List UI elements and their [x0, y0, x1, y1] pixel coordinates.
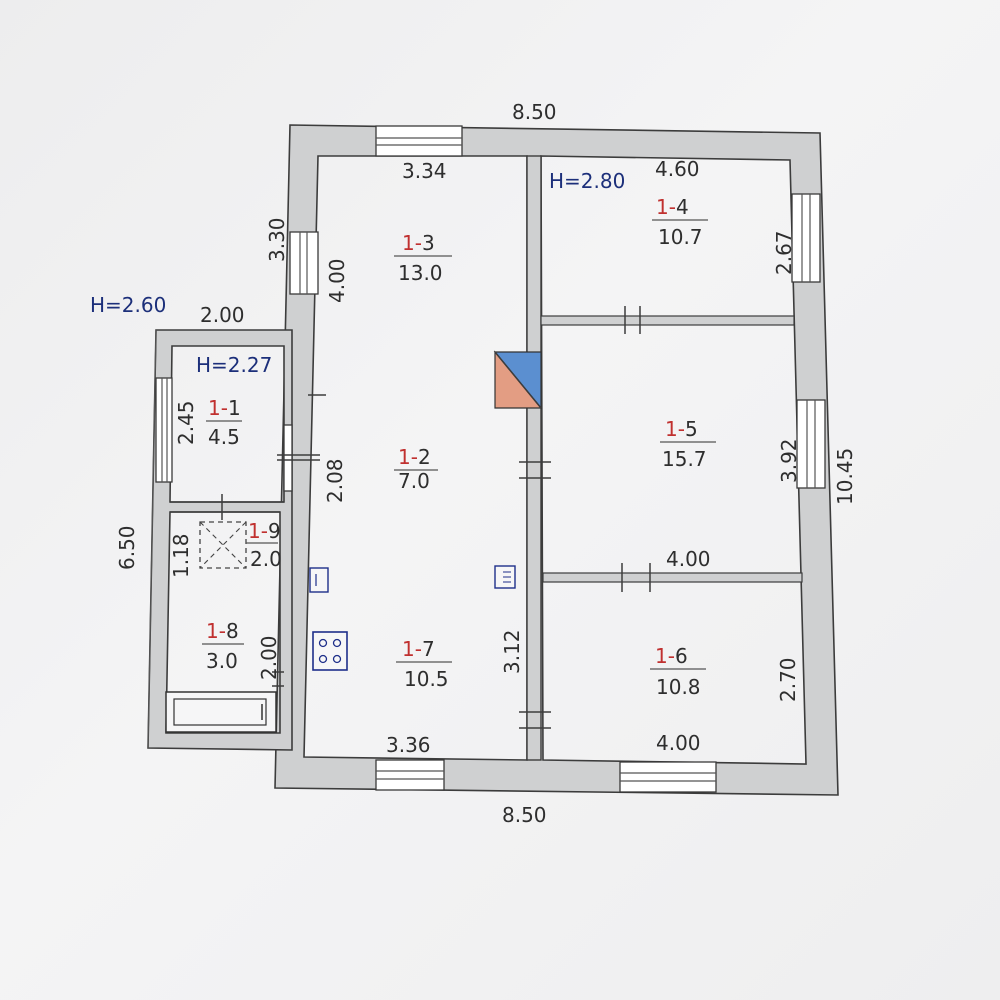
- dim-room4-width: 4.60: [655, 157, 700, 181]
- svg-text:1-6: 1-6: [655, 644, 688, 668]
- svg-text:3.0: 3.0: [206, 649, 238, 673]
- svg-text:4.5: 4.5: [208, 425, 240, 449]
- dim-annex-depth: 6.50: [115, 525, 139, 570]
- height-annex-room: H=2.27: [196, 353, 272, 377]
- dim-room7-width: 3.36: [386, 733, 431, 757]
- svg-text:1-8: 1-8: [206, 619, 239, 643]
- svg-text:1-5: 1-5: [665, 417, 698, 441]
- svg-text:1-2: 1-2: [398, 445, 431, 469]
- cooktop-icon: [312, 631, 348, 671]
- dim-room6-depth: 2.70: [776, 657, 800, 702]
- stove-symbol: [493, 350, 543, 410]
- room-label-1-9: 1-9 2.0: [246, 519, 282, 571]
- door-marks: [221, 306, 651, 729]
- svg-text:1-7: 1-7: [402, 637, 435, 661]
- central-partition: [526, 155, 542, 761]
- dim-room3-width: 3.34: [402, 159, 447, 183]
- window-right-middle: [796, 399, 826, 489]
- svg-text:10.8: 10.8: [656, 675, 701, 699]
- dim-room6-width: 4.00: [656, 731, 701, 755]
- window-top-left: [375, 125, 463, 157]
- dim-room7-depth: 3.12: [500, 629, 524, 674]
- dim-room2-depth: 2.08: [323, 458, 347, 503]
- partition-4-5: [540, 315, 795, 326]
- dim-room3-depth: 4.00: [325, 258, 349, 303]
- partition-5-6: [542, 572, 803, 583]
- sink-icon-left: [309, 567, 329, 593]
- dim-room5-depth: 3.92: [777, 438, 801, 483]
- room-label-1-5: 1-5 15.7: [660, 417, 716, 471]
- dim-overall-bottom: 8.50: [502, 803, 547, 827]
- bathtub-icon: [165, 691, 277, 733]
- window-left-upper: [289, 231, 319, 295]
- room-label-1-7: 1-7 10.5: [396, 637, 452, 691]
- dim-room5-width: 4.00: [666, 547, 711, 571]
- room-label-1-1: 1-1 4.5: [206, 396, 242, 449]
- dim-room1-depth: 2.45: [174, 400, 198, 445]
- window-annex-right: [283, 424, 293, 492]
- svg-text:10.5: 10.5: [404, 667, 449, 691]
- dim-annex-width: 2.00: [200, 303, 245, 327]
- room-label-1-8: 1-8 3.0: [202, 619, 244, 673]
- dim-room8-depth: 2.00: [257, 635, 281, 680]
- room-label-1-2: 1-2 7.0: [394, 445, 438, 493]
- room-label-1-6: 1-6 10.8: [650, 644, 706, 699]
- height-annex: H=2.60: [90, 293, 166, 317]
- dim-room9-depth: 1.18: [169, 533, 193, 578]
- window-annex-left: [155, 377, 173, 483]
- svg-text:13.0: 13.0: [398, 261, 443, 285]
- room-label-1-3: 1-3 13.0: [394, 231, 452, 285]
- dim-overall-right: 10.45: [833, 448, 857, 505]
- svg-text:10.7: 10.7: [658, 225, 703, 249]
- room-label-1-4: 1-4 10.7: [652, 195, 708, 249]
- svg-text:7.0: 7.0: [398, 469, 430, 493]
- main-outer-wall: [274, 124, 839, 796]
- svg-text:2.0: 2.0: [250, 547, 282, 571]
- shower-box-icon: [199, 521, 247, 569]
- svg-text:1-3: 1-3: [402, 231, 435, 255]
- window-bottom-left: [375, 759, 445, 791]
- meter-icon-right: [494, 565, 516, 589]
- dim-left-depth: 3.30: [265, 217, 289, 262]
- svg-text:1-4: 1-4: [656, 195, 689, 219]
- svg-text:15.7: 15.7: [662, 447, 707, 471]
- svg-text:1-1: 1-1: [208, 396, 241, 420]
- svg-text:1-9: 1-9: [248, 519, 281, 543]
- window-bottom-right: [619, 761, 717, 793]
- dim-room4-depth: 2.67: [772, 230, 796, 275]
- window-right-upper: [791, 193, 821, 283]
- height-main: H=2.80: [549, 169, 625, 193]
- dim-overall-top: 8.50: [512, 100, 557, 124]
